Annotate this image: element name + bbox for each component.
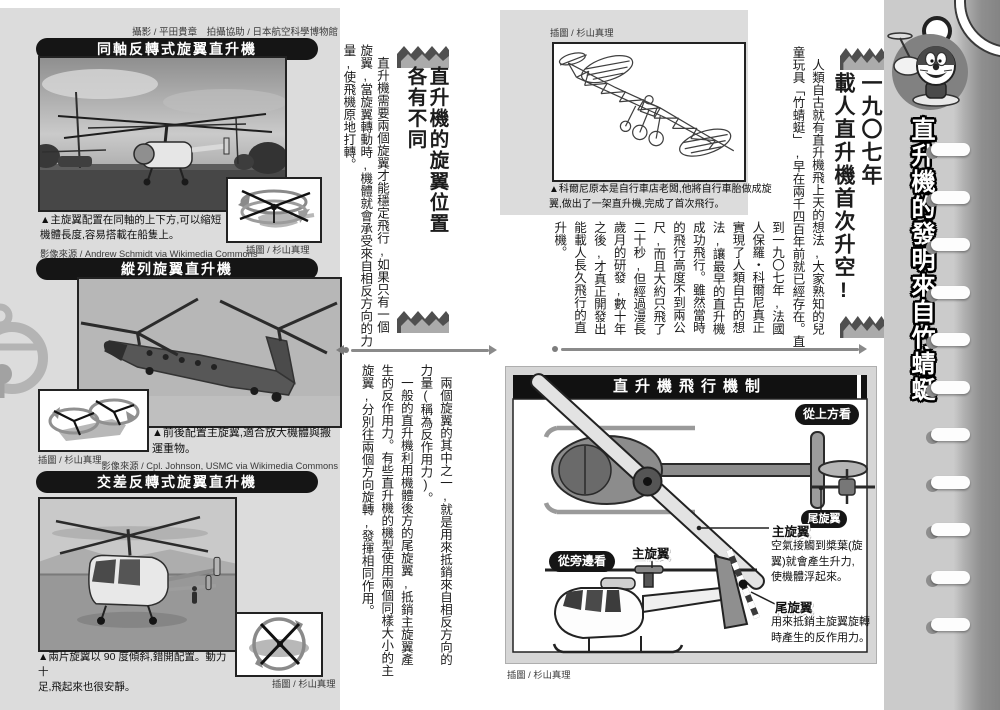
binding-strip: [884, 0, 1000, 710]
main-rotor-side-label: 主旋翼: [632, 547, 670, 561]
zigzag-ornament: [397, 307, 449, 333]
flight-mechanism-title: 直升機飛行機制: [612, 378, 767, 395]
binding-ring: [926, 618, 972, 634]
photo-credit: 攝影 / 平田貴章 拍攝協助 / 日本航空科學博物館: [132, 27, 338, 38]
page-title: 直升機的發明來自竹蜻蜓: [907, 117, 934, 403]
binding-ring: [926, 570, 972, 587]
binding-ring: [926, 523, 972, 539]
tandem-inset-credit: 插圖 / 杉山真理: [38, 455, 102, 465]
coaxial-inset-credit: 插圖 / 杉山真理: [246, 245, 310, 255]
binding-ring: [926, 285, 972, 302]
coaxial-caption: ▲主旋翼配置在同軸的上下方,可以縮短 機體長度,容易搭載在船隻上。: [40, 214, 222, 241]
zigzag-ornament: [397, 42, 449, 68]
zigzag-ornament: [840, 312, 884, 338]
intermeshing-inset-credit: 插圖 / 杉山真理: [272, 679, 336, 689]
tandem-helicopter-photo: [77, 277, 342, 428]
tail-rotor-pill-label: 尾旋翼: [801, 510, 847, 528]
side-view-label: 從旁邊看: [549, 551, 615, 572]
section-divider: [552, 343, 874, 355]
right-article-heading: 一九〇七年 載人直升機首次升空!: [832, 72, 882, 304]
intermeshing-rotor-inset-diagram: [235, 612, 323, 677]
right-article-body: 到一九〇七年,法國 人保羅・科爾尼真正 實現了人類自古的想 法,讓最早的直升機 …: [552, 221, 784, 335]
bell-icon: [0, 300, 52, 404]
section-title-intermeshing: 交差反轉式旋翼直升機: [36, 471, 318, 493]
binding-ring: [926, 333, 972, 349]
intermeshing-helicopter-photo: [38, 497, 237, 652]
flight-mechanism-title-bar: 直升機飛行機制: [513, 375, 867, 399]
tail-rotor-side-label: 尾旋翼: [775, 601, 813, 615]
main-rotor-label: 主旋翼: [772, 525, 810, 539]
zigzag-ornament: [840, 44, 884, 70]
binding-ring: [926, 190, 972, 207]
binding-ring: [926, 428, 972, 444]
diagram-credit: 插圖 / 杉山真理: [507, 670, 571, 680]
cornu-caption: ▲科爾尼原本是自行車店老闆,他將自行車胎做成旋 翼,做出了一架直升機,完成了首次…: [549, 184, 772, 210]
main-rotor-description: 空氣接觸到槳葉(旋 翼)就會產生升力, 使機體浮起來。: [771, 540, 863, 583]
tandem-rotor-inset-diagram: [38, 389, 149, 452]
coaxial-rotor-inset-diagram: [226, 177, 322, 243]
top-view-label: 從上方看: [795, 404, 859, 425]
middle-article-heading: 直升機的旋翼位置 各有不同: [404, 66, 448, 234]
cornu-illustration-credit: 插圖 / 杉山真理: [550, 28, 614, 38]
middle-article-intro: 直升機需要兩個旋翼才能穩定飛行,如果只有一個 旋翼,當旋翼轉動時,機體就會承受來…: [341, 44, 389, 347]
binding-ring: [926, 475, 972, 492]
tandem-image-credit: 影像來源 / Cpl. Johnson, USMC via Wikimedia …: [101, 461, 338, 471]
tandem-caption: ▲前後配置主旋翼,適合放大機體與搬 運重物。: [152, 427, 331, 455]
binding-ring: [926, 238, 972, 254]
right-article-intro: 人類自古就有直升機飛上天的想法,大家熟知的兒 童玩具「竹蜻蜓」,早在兩千四百年前…: [790, 46, 825, 348]
section-divider: [331, 344, 501, 356]
binding-ring: [926, 380, 972, 397]
section-title-tandem: 縱列旋翼直升機: [36, 258, 318, 280]
tail-rotor-description: 用來抵銷主旋翼旋轉 時產生的反作用力。: [771, 616, 870, 644]
cornu-helicopter-illustration: [552, 42, 746, 182]
intermeshing-caption: ▲兩片旋翼以 90 度傾斜,錯開配置。動力十 足,飛起來也很安靜。: [38, 651, 227, 693]
section-title-coaxial: 同軸反轉式旋翼直升機: [36, 38, 318, 60]
coaxial-image-credit: 影像來源 / Andrew Schmidt via Wikimedia Comm…: [40, 249, 258, 259]
middle-article-body: 兩個旋翼的其中之一,就是用來抵銷來自相反方向的 力量(稱為反作用力)。 一般的直…: [359, 364, 452, 677]
binding-ring: [926, 143, 972, 159]
doraemon-helicopter-icon: [884, 26, 972, 112]
